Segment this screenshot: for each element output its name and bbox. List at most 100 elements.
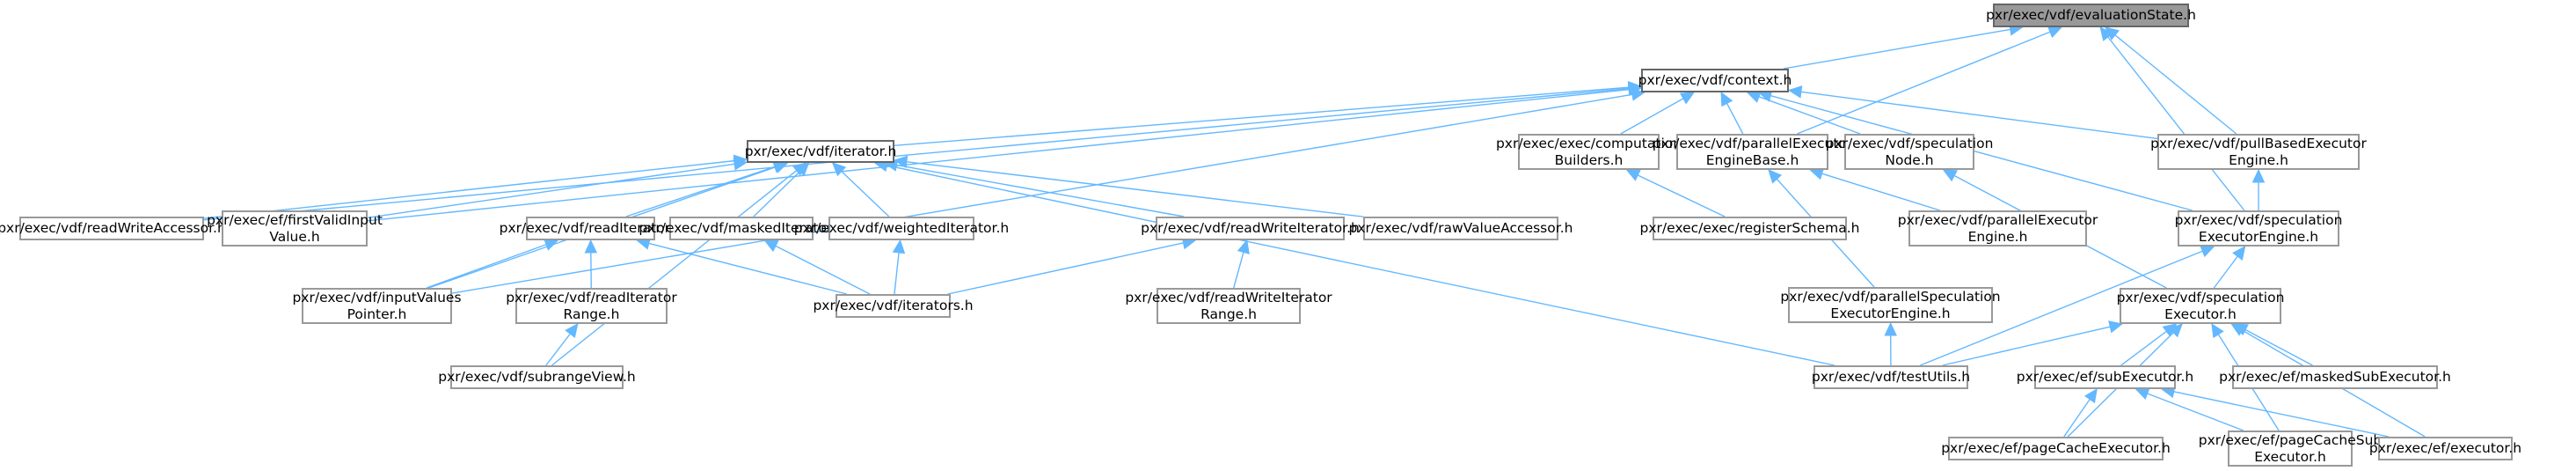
edge-readWriteIterator-to-iterator <box>896 164 1185 217</box>
edge-weightedIterator-to-iterator <box>841 171 890 217</box>
node-evaluationState: pxr/exec/vdf/evaluationState.h <box>1986 4 2196 27</box>
node-pullBasedExecutorEngine[interactable]: pxr/exec/vdf/pullBasedExecutor Engine.h <box>2150 134 2367 170</box>
edge-iterator-to-context <box>894 86 1630 147</box>
arrowhead-readWriteIteratorRange-to-readWriteIterator <box>1237 239 1250 254</box>
edge-speculationExecutorEngine-to-evaluationState <box>2107 36 2245 211</box>
edge-readWriteAccessor-to-context <box>203 87 1630 221</box>
edge-pullBasedExecutorEngine-to-evaluationState <box>2114 34 2237 135</box>
node-readWriteIteratorRange[interactable]: pxr/exec/vdf/readWriteIterator Range.h <box>1125 288 1332 324</box>
node-pageCacheExecutor[interactable]: pxr/exec/ef/pageCacheExecutor.h <box>1941 437 2171 460</box>
edge-pageCacheExecutor-to-subExecutor <box>2063 399 2091 438</box>
node-speculationExecutorEngine[interactable]: pxr/exec/vdf/speculation ExecutorEngine.… <box>2175 210 2342 247</box>
node-label: pxr/exec/exec/computation Builders.h <box>1495 135 1682 168</box>
edge-pullBasedExecutorEngine-to-context <box>1800 91 2158 140</box>
arrowhead-parallelExecutorEngineBase-to-context <box>1720 91 1733 107</box>
arrowhead-speculationExecutorEngine-to-evaluationState <box>2099 26 2113 41</box>
arrowhead-weightedIterator-to-iterator <box>831 162 847 177</box>
node-readWriteIterator[interactable]: pxr/exec/vdf/readWriteIterator.h <box>1141 217 1360 240</box>
node-subExecutor[interactable]: pxr/exec/ef/subExecutor.h <box>2017 365 2193 389</box>
node-pageCacheSubExecutor[interactable]: pxr/exec/ef/pageCacheSub Executor.h <box>2199 431 2382 467</box>
node-label: pxr/exec/vdf/context.h <box>1638 72 1792 88</box>
node-maskedIterator[interactable]: pxr/exec/vdf/maskedIterator.h <box>639 217 844 240</box>
edge-inputValuesPointer-to-readIterator <box>426 244 547 289</box>
edge-executor-to-subExecutor <box>2173 391 2390 438</box>
node-maskedSubExecutor[interactable]: pxr/exec/ef/maskedSubExecutor.h <box>2219 365 2451 389</box>
node-weightedIterator[interactable]: pxr/exec/vdf/weightedIterator.h <box>794 217 1009 240</box>
node-speculationNode[interactable]: pxr/exec/vdf/speculation Node.h <box>1826 134 1993 170</box>
edge-speculationNode-to-context <box>1758 96 1861 135</box>
edge-subrangeView-to-iterator <box>551 170 798 366</box>
edge-speculationExecutorEngine-to-context <box>1770 94 2193 211</box>
node-label: pxr/exec/ef/firstValidInput Value.h <box>207 211 383 245</box>
edge-speculationExecutor-to-speculationExecutorEngine <box>2213 255 2238 289</box>
edge-iterators-to-weightedIterator <box>894 252 900 295</box>
arrowhead-pageCacheSubExecutor-to-subExecutor <box>2135 387 2150 401</box>
edge-pageCacheSubExecutor-to-subExecutor <box>2147 393 2244 431</box>
node-parallelExecutorEngine[interactable]: pxr/exec/vdf/parallelExecutor Engine.h <box>1898 210 2098 247</box>
node-label: pxr/exec/ef/subExecutor.h <box>2016 369 2194 385</box>
node-readWriteAccessor[interactable]: pxr/exec/vdf/readWriteAccessor.h <box>0 217 226 240</box>
node-label: pxr/exec/vdf/readIterator.h <box>499 220 682 236</box>
node-label: pxr/exec/ef/pageCacheSub Executor.h <box>2198 431 2383 465</box>
edge-registerSchema-to-computationBuilders <box>1637 174 1726 217</box>
node-readIteratorRange[interactable]: pxr/exec/vdf/readIterator Range.h <box>506 288 677 324</box>
node-label: pxr/exec/vdf/parallelExecutor EngineBase… <box>1652 135 1853 168</box>
edge-maskedSubExecutor-to-speculationExecutor <box>2244 328 2313 366</box>
arrowhead-subrangeView-to-iterator <box>792 162 807 176</box>
arrowhead-pullBasedExecutorEngine-to-context <box>1787 85 1803 99</box>
node-label: pxr/exec/vdf/iterators.h <box>813 298 974 313</box>
node-parallelSpeculationExecutorEngine[interactable]: pxr/exec/vdf/parallelSpeculation Executo… <box>1780 287 2001 323</box>
node-firstValidInputValue[interactable]: pxr/exec/ef/firstValidInput Value.h <box>207 210 383 247</box>
node-label: pxr/exec/vdf/speculation Executor.h <box>2116 289 2285 322</box>
node-label: pxr/exec/vdf/inputValues Pointer.h <box>292 289 462 322</box>
node-label: pxr/exec/vdf/iterator.h <box>744 143 897 159</box>
arrowhead-speculationExecutor-to-speculationExecutorEngine <box>2232 246 2246 261</box>
node-label: pxr/exec/ef/pageCacheExecutor.h <box>1941 440 2171 456</box>
edge-testUtils-to-iterator <box>887 165 1835 366</box>
node-testUtils[interactable]: pxr/exec/vdf/testUtils.h <box>1812 365 1970 389</box>
node-inputValuesPointer[interactable]: pxr/exec/vdf/inputValues Pointer.h <box>292 288 462 324</box>
arrowhead-subrangeView-to-readIteratorRange <box>565 323 579 338</box>
edge-maskedIterator-to-iterator <box>753 171 801 217</box>
arrowhead-iterators-to-weightedIterator <box>892 239 906 254</box>
arrowhead-inputValuesPointer-to-readIterator <box>544 239 559 251</box>
edge-rawValueAccessor-to-iterator <box>906 161 1364 217</box>
edge-firstValidInputValue-to-iterator <box>367 163 735 219</box>
node-label: pxr/exec/vdf/subrangeView.h <box>438 369 636 385</box>
node-label: pxr/exec/exec/registerSchema.h <box>1639 220 1860 236</box>
node-label: pxr/exec/vdf/readWriteIterator Range.h <box>1125 289 1332 322</box>
edge-subExecutor-to-speculationExecutor <box>2120 330 2167 366</box>
arrowhead-iterators-to-maskedIterator <box>763 239 779 253</box>
node-parallelExecutorEngineBase[interactable]: pxr/exec/vdf/parallelExecutor EngineBase… <box>1653 134 1852 170</box>
node-rawValueAccessor[interactable]: pxr/exec/vdf/rawValueAccessor.h <box>1349 217 1573 240</box>
node-speculationExecutor[interactable]: pxr/exec/vdf/speculation Executor.h <box>2117 288 2284 324</box>
edge-parallelExecutorEngine-to-parallelExecutorEngineBase <box>1821 173 1940 211</box>
arrowhead-parallelSpeculationExecutorEngine-to-parallelExecutorEngineBase <box>1768 169 1783 184</box>
node-context[interactable]: pxr/exec/vdf/context.h <box>1638 69 1792 92</box>
edge-testUtils-to-speculationExecutor <box>1942 326 2111 366</box>
edge-readIterator-to-iterator <box>625 166 776 217</box>
edge-iterators-to-readIterator <box>648 242 847 295</box>
node-label: pxr/exec/vdf/readWriteIterator.h <box>1141 220 1360 236</box>
node-label: pxr/exec/vdf/maskedIterator.h <box>639 220 844 236</box>
node-label: pxr/exec/vdf/speculation Node.h <box>1825 135 1994 168</box>
edge-subrangeView-to-readIteratorRange <box>545 333 571 366</box>
arrowhead-testUtils-to-speculationExecutor <box>2108 320 2124 334</box>
node-iterators[interactable]: pxr/exec/vdf/iterators.h <box>813 294 974 318</box>
edge-parallelExecutorEngineBase-to-evaluationState <box>1797 31 2051 135</box>
node-computationBuilders[interactable]: pxr/exec/exec/computation Builders.h <box>1496 134 1682 170</box>
node-subrangeView[interactable]: pxr/exec/vdf/subrangeView.h <box>438 365 636 389</box>
node-label: pxr/exec/vdf/readIterator Range.h <box>506 289 677 322</box>
arrowhead-rawValueAccessor-to-iterator <box>893 155 909 169</box>
edge-readWriteIteratorRange-to-readWriteIterator <box>1233 252 1244 289</box>
node-readIterator[interactable]: pxr/exec/vdf/readIterator.h <box>500 217 682 240</box>
node-executor[interactable]: pxr/exec/ef/executor.h <box>2369 437 2521 460</box>
node-registerSchema[interactable]: pxr/exec/exec/registerSchema.h <box>1640 217 1859 240</box>
edge-inputValuesPointer-to-context <box>451 93 1633 294</box>
node-iterator[interactable]: pxr/exec/vdf/iterator.h <box>744 140 897 163</box>
arrowhead-testUtils-to-parallelSpeculationExecutorEngine <box>1884 321 1897 336</box>
arrowhead-speculationExecutor-to-speculationNode <box>1942 169 1958 182</box>
edge-computationBuilders-to-context <box>1620 98 1684 135</box>
edge-iterators-to-maskedIterator <box>775 245 871 295</box>
node-label: pxr/exec/ef/maskedSubExecutor.h <box>2219 369 2451 385</box>
